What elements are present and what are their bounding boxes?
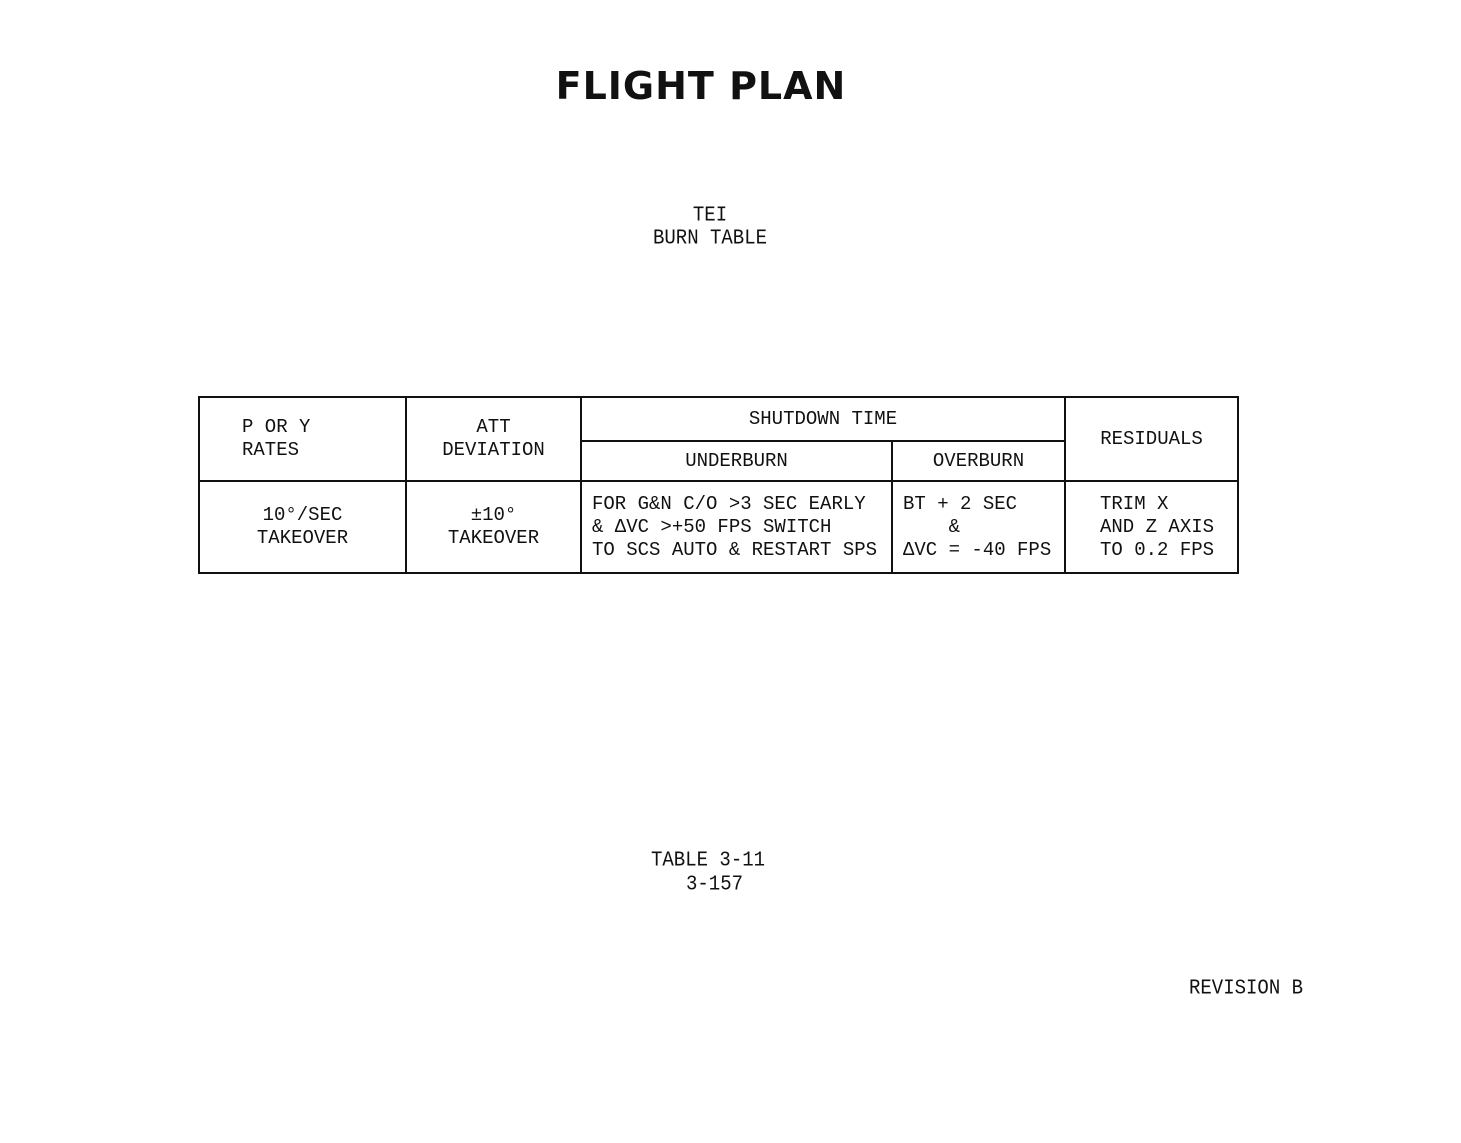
table-caption-burn-table: BURN TABLE — [652, 226, 768, 251]
page-title: FLIGHT PLAN — [555, 64, 847, 108]
header-overburn: OVERBURN — [891, 440, 1066, 482]
table-caption-tei: TEI — [692, 203, 728, 228]
header-rates: P OR Y RATES — [198, 396, 407, 482]
page-number: 3-157 — [686, 872, 744, 897]
header-shutdown-time: SHUTDOWN TIME — [580, 396, 1066, 442]
cell-att-deviation: ±10° TAKEOVER — [405, 480, 582, 574]
revision-label: REVISION B — [1189, 976, 1304, 1001]
cell-residuals: TRIM X AND Z AXIS TO 0.2 FPS — [1064, 480, 1239, 574]
header-underburn: UNDERBURN — [580, 440, 893, 482]
header-residuals: RESIDUALS — [1064, 396, 1239, 482]
cell-underburn: FOR G&N C/O >3 SEC EARLY & ΔVC >+50 FPS … — [580, 480, 893, 574]
cell-rates: 10°/SEC TAKEOVER — [198, 480, 407, 574]
table-number: TABLE 3-11 — [651, 848, 766, 873]
header-att-deviation: ATT DEVIATION — [405, 396, 582, 482]
cell-overburn: BT + 2 SEC & ΔVC = -40 FPS — [891, 480, 1066, 574]
burn-table: P OR Y RATES ATT DEVIATION SHUTDOWN TIME… — [198, 396, 1239, 574]
